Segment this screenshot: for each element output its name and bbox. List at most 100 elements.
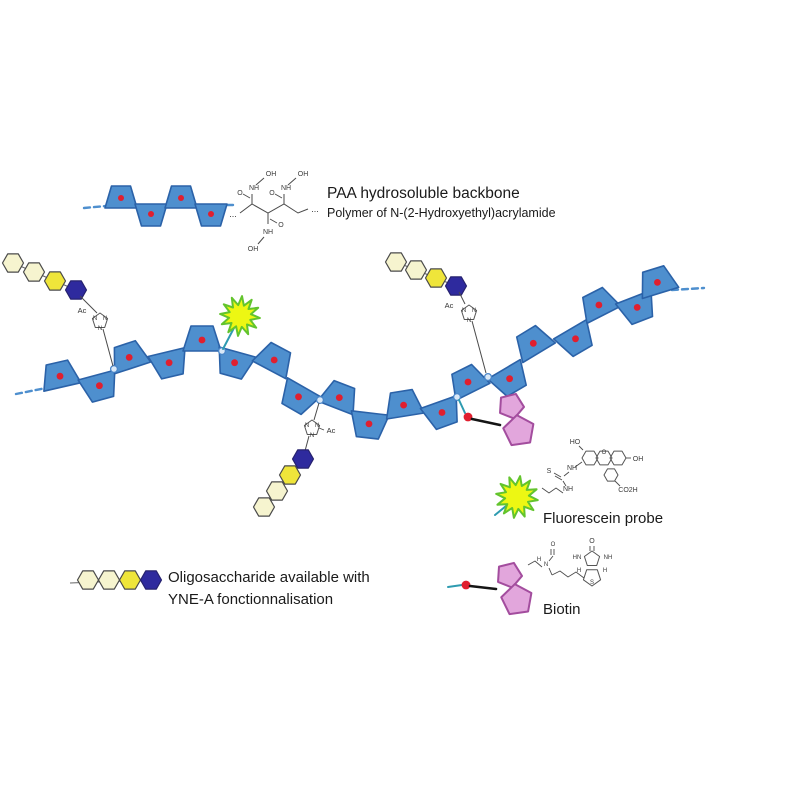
oligo-label-line1: Oligosaccharide available with — [168, 569, 370, 586]
linkage-red-dot — [165, 359, 173, 367]
atom-label: N — [544, 562, 548, 568]
atom-label: O — [278, 222, 284, 229]
fluorescein-label: Fluorescein probe — [543, 510, 663, 527]
chain-attachment-point — [217, 346, 227, 356]
atom-label: H — [603, 568, 607, 574]
fluorescein-star-on-chain — [219, 295, 261, 337]
acetyl-label: Ac — [78, 306, 87, 315]
linker-bond — [79, 295, 98, 314]
linkage-red-dot — [633, 304, 641, 311]
sugar-hexagon-yellow — [424, 268, 448, 288]
biotin-thiolane-ring — [582, 569, 602, 587]
fluorescein-starburst-icon — [495, 475, 539, 519]
atom-label: N — [315, 423, 319, 429]
fluorescein-ring — [595, 450, 613, 466]
linker-bond — [313, 402, 320, 421]
atom-label: H — [577, 568, 581, 574]
linkage-red-dot — [208, 211, 214, 217]
linker-bond — [102, 328, 114, 367]
atom-label: NH — [567, 465, 577, 472]
linkage-red-dot — [198, 336, 206, 344]
sugar-hexagon-navy — [139, 570, 163, 590]
paa-bond — [287, 177, 297, 186]
acetyl-label: Ac — [327, 426, 336, 435]
biotin-ring-large — [502, 414, 535, 447]
atom-label: NH — [263, 229, 273, 236]
atom-label: N — [467, 318, 471, 324]
sugar-hexagon-yellow — [118, 570, 142, 590]
structure-bond — [563, 471, 570, 477]
fluorescein-chemical-structure: O HO OH CO2H NH S NH — [541, 439, 643, 494]
linkage-red-dot — [148, 211, 154, 217]
paa-bond — [274, 193, 283, 199]
structure-bond — [562, 480, 567, 487]
atom-label: NH — [563, 486, 573, 493]
backbone-dashed-end-left — [82, 204, 108, 210]
atom-label: N — [103, 316, 107, 322]
sugar-hexagon-cream — [265, 481, 289, 501]
atom-label: O — [269, 190, 275, 197]
atom-label: NH — [249, 185, 259, 192]
paa-bond — [242, 193, 251, 199]
biotin-red-dot — [463, 412, 473, 422]
fluorescein-starburst-icon — [219, 295, 261, 337]
backbone-subtitle: Polymer of N-(2-Hydroxyethyl)acrylamide — [327, 206, 556, 220]
sugar-hexagon-yellow — [278, 465, 302, 485]
linker-bond — [318, 427, 325, 431]
atom-label: NH — [604, 555, 613, 561]
sugar-hexagon-yellow — [43, 271, 67, 291]
atom-label: N — [305, 423, 309, 429]
sugar-hexagon-navy — [444, 276, 468, 296]
linkage-red-dot — [400, 401, 407, 409]
fluorescein-ring — [581, 450, 599, 466]
atom-label: O — [602, 450, 607, 456]
atom-label: ... — [229, 209, 237, 219]
fluorescein-legend-stub — [494, 505, 507, 516]
atom-label: N — [98, 326, 102, 332]
oligosaccharide-upper-left: Ac N N N — [1, 253, 114, 367]
atom-label: H — [537, 557, 541, 563]
linkage-red-dot — [178, 195, 184, 201]
backbone-mini-chain — [104, 185, 228, 227]
paa-bond — [257, 236, 265, 245]
chain-dashed-end-left — [14, 386, 48, 396]
fluorescein-star-legend-icon — [495, 475, 539, 519]
sugar-hexagon-cream — [22, 262, 46, 282]
atom-label: O — [551, 542, 556, 548]
linkage-red-dot — [56, 372, 64, 380]
sugar-hexagon-cream — [1, 253, 25, 273]
linkage-red-dot — [595, 301, 603, 309]
biotin-linker-line — [458, 399, 466, 414]
chain-attachment-point — [452, 392, 462, 402]
atom-label: N — [310, 433, 314, 439]
fluorescein-ring — [609, 450, 627, 466]
polymer-chain-units — [43, 264, 680, 440]
structure-bond — [578, 445, 584, 451]
biotin-legend-ring-small — [497, 561, 523, 589]
linkage-red-dot — [231, 359, 239, 367]
linkage-red-dot — [464, 378, 472, 386]
oligosaccharide-lower: N N N Ac — [252, 402, 336, 517]
biotin-legend-red-dot — [461, 580, 471, 590]
structure-bond — [574, 461, 583, 468]
atom-label: ... — [311, 204, 319, 214]
backbone-legend-section: ... ... O NH OH O NH OH O NH OH PAA hydr… — [82, 171, 556, 253]
legend-fluorescein: O HO OH CO2H NH S NH Fluorescein probe — [494, 439, 663, 527]
linkage-red-dot — [295, 393, 302, 401]
sugar-hexagon-cream — [97, 570, 121, 590]
sugar-hexagon-cream — [404, 260, 428, 280]
paa-chemical-structure: ... ... O NH OH O NH OH O NH OH — [229, 171, 319, 253]
structure-bond — [548, 567, 553, 576]
sugar-hexagon-navy — [64, 280, 88, 300]
linkage-red-dot — [529, 339, 537, 347]
structure-bond — [548, 555, 554, 562]
biotin-bond-line — [470, 417, 502, 427]
paa-bond — [255, 177, 265, 186]
legend-oligosaccharide: Oligosaccharide available with YNE-A fon… — [69, 569, 370, 608]
sugar-hexagon-cream — [384, 252, 408, 272]
chain-dashed-end-right — [670, 286, 706, 292]
linkage-red-dot — [506, 375, 513, 383]
acetyl-label: Ac — [445, 301, 454, 310]
main-polymer-chain — [14, 264, 706, 440]
